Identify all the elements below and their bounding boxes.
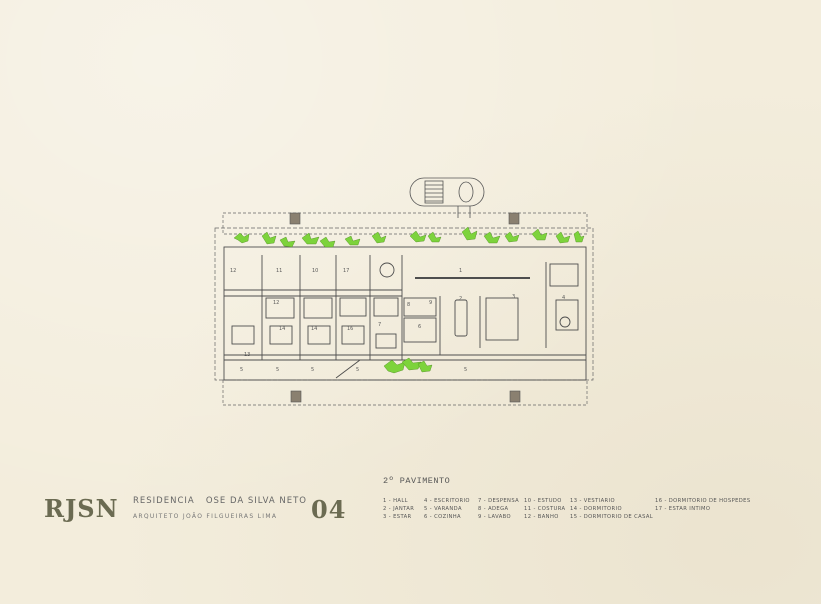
room-number-1: 1 (459, 268, 462, 274)
legend-item: 4 - ESCRITORIO (424, 498, 470, 504)
legend-item: 8 - ADEGA (478, 506, 509, 512)
columns (289, 212, 521, 403)
room-number-12a: 12 (230, 268, 236, 274)
legend-item: 17 - ESTAR INTIMO (655, 506, 711, 512)
monogram: RJSN (44, 494, 119, 523)
room-number-5a: 5 (240, 367, 243, 373)
room-number-10: 10 (312, 268, 318, 274)
room-number-5e: 5 (464, 367, 467, 373)
room-number-5c: 5 (311, 367, 314, 373)
room-number-13: 13 (244, 352, 250, 358)
room-number-8: 8 (407, 302, 410, 308)
room-number-2: 2 (459, 296, 462, 302)
room-number-9: 9 (429, 300, 432, 306)
legend-item: 15 - DORMITORIO DE CASAL (570, 514, 654, 520)
room-number-11: 11 (276, 268, 282, 274)
room-number-14a: 14 (279, 326, 285, 332)
legend-item: 3 - ESTAR (383, 514, 412, 520)
legend-item: 11 - COSTURA (524, 506, 566, 512)
legend-item: 2 - JANTAR (383, 506, 415, 512)
legend-item: 14 - DORMITORIO (570, 506, 622, 512)
room-number-14b: 14 (311, 326, 317, 332)
legend-item: 10 - ESTUDO (524, 498, 562, 504)
room-number-7: 7 (378, 322, 381, 328)
legend-item: 1 - HALL (383, 498, 408, 504)
sheet-number: 04 (311, 495, 347, 524)
legend-item: 7 - DESPENSA (478, 498, 520, 504)
building-walls (223, 246, 587, 381)
room-number-6: 6 (418, 324, 421, 330)
floor-label: 2º PAVIMENTO (383, 476, 451, 486)
project-title: RESIDENCIA OSE DA SILVA NETO (133, 496, 307, 506)
legend-item: 6 - COZINHA (424, 514, 461, 520)
room-number-17: 17 (343, 268, 349, 274)
legend-item: 16 - DORMITORIO DE HOSPEDES (655, 498, 751, 504)
room-number-5b: 5 (276, 367, 279, 373)
architect-credit: ARQUITETO JOÃO FILGUEIRAS LIMA (133, 513, 278, 520)
stair-tower (409, 177, 485, 218)
room-number-16: 16 (347, 326, 353, 332)
room-number-4: 4 (562, 295, 565, 301)
legend-item: 12 - BANHO (524, 514, 559, 520)
room-number-12b: 12 (273, 300, 279, 306)
legend-item: 9 - LAVABO (478, 514, 512, 520)
room-number-3: 3 (512, 294, 515, 300)
room-number-5d: 5 (356, 367, 359, 373)
planting (233, 226, 585, 374)
legend-item: 5 - VARANDA (424, 506, 462, 512)
legend-item: 13 - VESTIARIO (570, 498, 615, 504)
